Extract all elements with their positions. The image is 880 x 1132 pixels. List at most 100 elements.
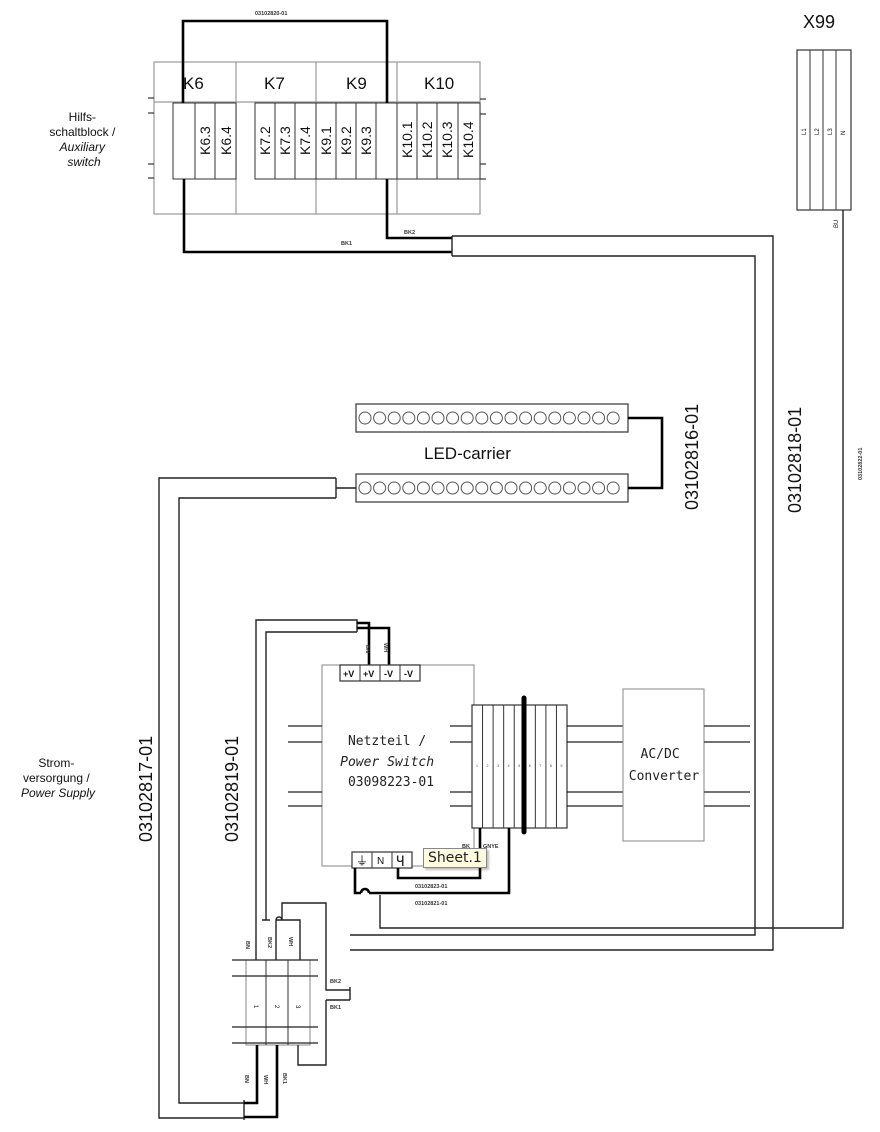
strip-number: 6: [529, 764, 531, 768]
strip-number: 5: [518, 764, 520, 768]
led: [606, 481, 620, 495]
led: [373, 411, 387, 425]
contact-label: K10.3: [439, 121, 455, 158]
contact-label: K9.1: [318, 126, 334, 155]
output-terminal: +V: [343, 669, 354, 679]
led: [592, 481, 606, 495]
distributor-block: 1 2 3: [232, 959, 318, 1046]
distributor-number: 2: [273, 1005, 279, 1009]
strip-number: 3: [497, 764, 499, 768]
led: [606, 411, 620, 425]
led: [562, 481, 576, 495]
led: [504, 481, 518, 495]
x99-terminal-label: L3: [828, 128, 834, 135]
cable-label-03102821: 03102821-01: [415, 901, 447, 907]
wire-bk2: BK2: [404, 230, 415, 236]
led: [358, 481, 372, 495]
ground-icon: ⏚: [356, 854, 368, 868]
led: [446, 411, 460, 425]
input-terminal-n: N: [377, 856, 384, 867]
led: [489, 411, 503, 425]
power-supply-label: Strom- versorgung / Power Supply: [21, 756, 96, 800]
cable-label-03102822: 03102822-01: [858, 448, 864, 480]
contactor-k9: K9: [346, 74, 367, 93]
cable-label-03102818: 03102818-01: [785, 407, 805, 513]
led: [592, 411, 606, 425]
led: [373, 481, 387, 495]
cable-label-03102823: 03102823-01: [415, 884, 447, 890]
dist-bottom-wire: WH: [262, 1075, 268, 1084]
led: [533, 411, 547, 425]
wire-bk1: BK1: [341, 241, 352, 247]
led: [446, 481, 460, 495]
input-terminal-l: Ч: [396, 854, 404, 870]
contact-label: K9.3: [358, 126, 374, 155]
led: [387, 411, 401, 425]
led: [504, 411, 518, 425]
contact-label: K6.4: [218, 126, 234, 155]
x99-terminal-label: N: [841, 131, 847, 135]
led: [475, 481, 489, 495]
x99-terminal-label: L2: [815, 128, 821, 135]
contact-label: K10.4: [460, 121, 476, 158]
led-carrier-label: LED-carrier: [424, 444, 511, 463]
power-switch-title: Netzteil / Power Switch 03098223-01: [340, 734, 442, 790]
led: [431, 411, 445, 425]
strip-number: 8: [550, 764, 552, 768]
contactor-k7: K7: [264, 74, 285, 93]
dist-bottom-wire: BK1: [281, 1073, 287, 1084]
aux-switch-block: K6 K7 K9 K10 K6.3 K6.4 K7.2 K7.3 K7.4 K9…: [148, 11, 486, 254]
dist-top-wire: BK2: [266, 937, 272, 948]
wire-gnye: GNYE: [483, 844, 499, 850]
wire-bk: BK: [462, 844, 470, 850]
led: [358, 411, 372, 425]
output-terminal: +V: [363, 669, 374, 679]
strip-number: 4: [508, 764, 510, 768]
contact-label: K7.2: [257, 126, 273, 155]
acdc-converter: AC/DC Converter: [622, 688, 750, 842]
dist-top-wire: WH: [287, 937, 293, 946]
led: [402, 481, 416, 495]
distributor-number: 3: [294, 1005, 300, 1009]
led: [416, 481, 430, 495]
led: [416, 411, 430, 425]
led: [548, 411, 562, 425]
contact-label: K10.1: [399, 121, 415, 158]
led: [562, 411, 576, 425]
acdc-label: AC/DC Converter: [629, 747, 700, 784]
contactor-k6: K6: [183, 74, 204, 93]
led: [387, 481, 401, 495]
led: [533, 481, 547, 495]
cable-label-03102816: 03102816-01: [682, 404, 702, 510]
ac-input-terminals: ⏚ N Ч: [351, 851, 413, 870]
dist-side-bk1: BK1: [330, 1005, 341, 1011]
dist-top-wire: BN: [244, 941, 250, 949]
x99-terminal-label: L1: [802, 128, 808, 135]
led: [577, 481, 591, 495]
power-switch-unit: +V +V -V -V Netzteil / Power Switch 0309…: [288, 664, 475, 870]
contact-label: K9.2: [338, 126, 354, 155]
wire-wh: WH: [382, 643, 388, 652]
led: [519, 481, 533, 495]
contact-label: K7.3: [277, 126, 293, 155]
contact-label: K7.4: [297, 126, 313, 155]
led: [460, 411, 474, 425]
cable-label-03102817: 03102817-01: [136, 736, 156, 842]
x99-terminal: X99 L1 L2 L3 N BU: [796, 12, 852, 228]
led: [519, 411, 533, 425]
distributor-number: 1: [252, 1005, 258, 1009]
contact-label: K10.2: [419, 121, 435, 158]
contact-label: K6.3: [197, 126, 213, 155]
strip-number: 7: [539, 764, 541, 768]
led: [475, 411, 489, 425]
wire-bn: BN: [364, 645, 370, 653]
led: [460, 481, 474, 495]
dist-bottom-wire: BN: [243, 1075, 249, 1083]
led: [431, 481, 445, 495]
dist-side-bk2: BK2: [330, 979, 341, 985]
strip-number: 9: [560, 764, 562, 768]
strip-number: 1: [476, 764, 478, 768]
sheet-tooltip: Sheet.1: [423, 848, 487, 868]
